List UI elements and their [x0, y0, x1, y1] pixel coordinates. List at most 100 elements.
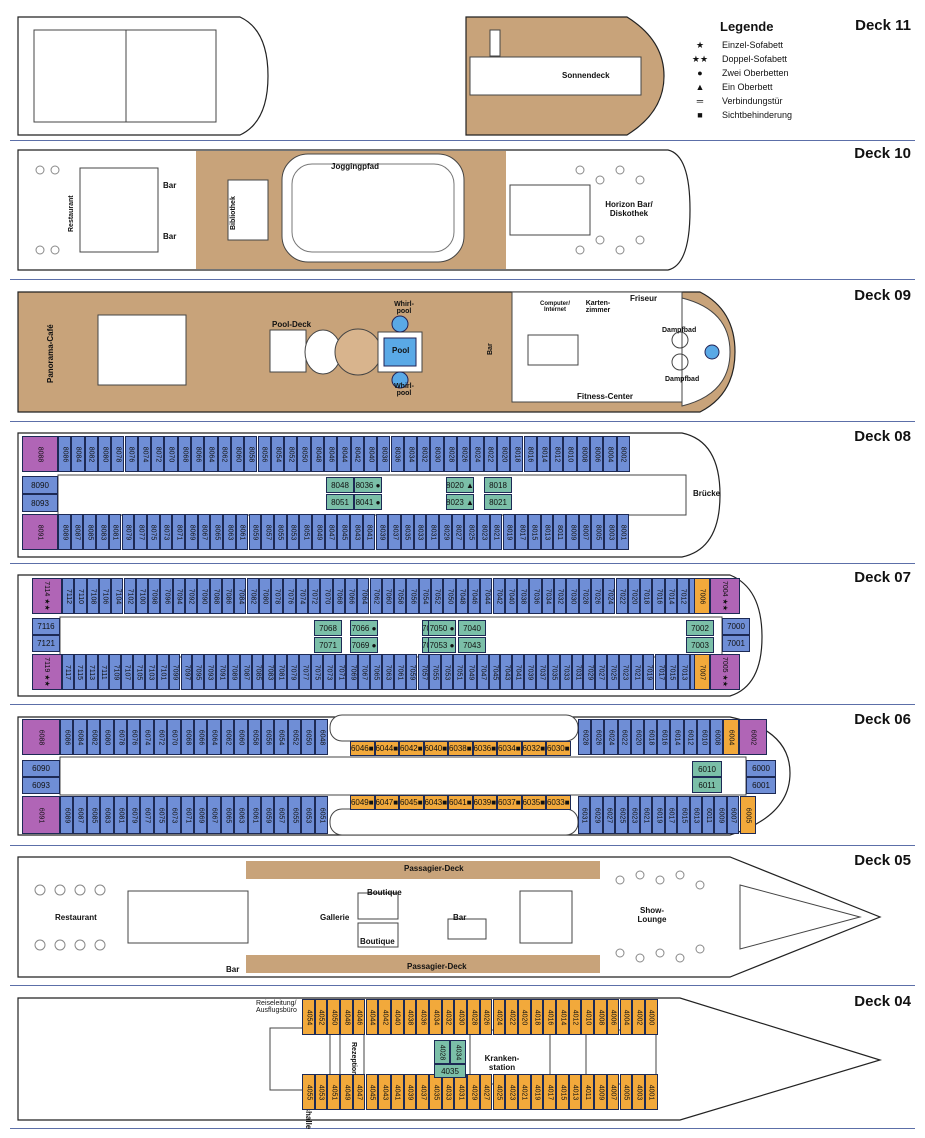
cabin-d07-top: 7078 [271, 578, 284, 614]
cabin-d07-bottom: 7073 [322, 654, 335, 690]
cabin-d04-top: 4034 [429, 999, 442, 1035]
cabin-d08-bottom: 8041 [362, 514, 376, 550]
cabin-d07-top: 7038 [517, 578, 530, 614]
cabin-d06-bottom-right: 6007 [726, 796, 740, 834]
cabin-d08-bottom: 8015 [527, 514, 541, 550]
legend-item: ★Einzel-Sofabett [695, 40, 784, 50]
bar-label: Bar [453, 913, 467, 922]
cabin-d06-bottom-right: 6029 [590, 796, 603, 834]
cabin-d07-top: 7098 [148, 578, 161, 614]
cabin-d07-bottom: 7027 [595, 654, 608, 690]
cabin-d06-top-right: 6014 [670, 719, 684, 755]
cabin-d06-top: 6048 [314, 719, 328, 755]
cabin-d06-mid-bottom: 6033■ [546, 795, 571, 810]
cabin-d04-bottom: 4013 [568, 1074, 582, 1110]
panorama-cafe-label: Panorama-Café [46, 324, 55, 383]
cabin-d06-bottom-right: 6011 [702, 796, 715, 834]
cabin-inner: 7066 ● [350, 620, 378, 636]
cabin-d07-top: 7020 [627, 578, 641, 614]
cabin-d07-top: 7076 [283, 578, 296, 614]
cabin-d06-top-right: 6012 [683, 719, 697, 755]
cabin-d07-top: 7080 [258, 578, 272, 614]
cabin-d08-top: 8060 [230, 436, 245, 472]
cabin-d07-top: 7062 [369, 578, 382, 614]
cabin-d06-mid-top: 6044■ [374, 741, 399, 756]
cabin-d08-top: 8066 [191, 436, 205, 472]
cabin-d06-mid-top: 6038■ [448, 741, 473, 756]
cabin-d08-top: 8056 [257, 436, 271, 472]
cabin-d08-bottom: 8071 [172, 514, 185, 550]
cabin-d08-top: 8046 [324, 436, 338, 472]
cabin-d07-bottom: 7049 [464, 654, 477, 690]
cabin-d07-bottom: 7071 [334, 654, 347, 690]
cabin-d04-bottom: 4045 [365, 1074, 379, 1110]
cabin-d06-mid-bottom: 6039■ [472, 795, 497, 810]
cabin-d07-bottom: 7075 [310, 654, 323, 690]
krankenstation-label: Kranken- station [484, 1054, 520, 1072]
gallerie-label: Gallerie [320, 913, 350, 922]
cabin-d07-top: 7016 [652, 578, 665, 614]
bar-label: Bar [226, 965, 240, 974]
cabin-d08-bottom: 8011 [553, 514, 566, 550]
cabin-d07-bottom: 7099 [168, 654, 181, 690]
cabin-d07-top: 7046 [467, 578, 481, 614]
cabin-d08-bottom: 8075 [146, 514, 160, 550]
cabin-d06-top: 6054 [274, 719, 288, 755]
cabin-d06-bottom-right: 6021 [640, 796, 653, 834]
cabin-d08-top: 8030 [430, 436, 444, 472]
cabin-d07-bottom: 7089 [227, 654, 240, 690]
cabin-d08-bottom: 8089 [58, 514, 71, 550]
cabin-d07-top: 7084 [234, 578, 247, 614]
passagier-deck-label: Passagier-Deck [404, 864, 464, 873]
cabin-d07-top: 7068 [332, 578, 345, 614]
cabin-d04-top: 4018 [530, 999, 544, 1035]
cabin-d04-bottom: 4051 [327, 1074, 341, 1110]
deck-07-title: Deck 07 [854, 569, 911, 586]
cabin-d08-top: 8002 [616, 436, 630, 472]
cabin-d07-top: 7032 [554, 578, 567, 614]
cabin-d08-top: 8050 [297, 436, 311, 472]
cabin-d06-top: 6064 [207, 719, 221, 755]
restaurant-label: Restaurant [55, 913, 97, 922]
cabin-d04-bottom: 4007 [606, 1074, 620, 1110]
cabin-inner: 7043 [458, 637, 486, 653]
deck-04-title: Deck 04 [854, 993, 911, 1010]
cabin-d07-bottom: 7109 [109, 654, 122, 690]
cabin-d06-top: 6072 [153, 719, 168, 755]
cabin-d06-top: 6084 [73, 719, 87, 755]
cabin-d06-top: 6080 [100, 719, 114, 755]
cabin-inner: 6010 [692, 761, 722, 777]
cabin-d07-bottom: 7055 [429, 654, 442, 690]
cabin-d07-top: 7040 [504, 578, 518, 614]
cabin-d08-top: 8054 [270, 436, 285, 472]
cabin-d04-top: 4040 [390, 999, 404, 1035]
cabin-d04-top: 4036 [416, 999, 429, 1035]
cabin-d07-top: 7056 [406, 578, 419, 614]
cabin-d04-top: 4020 [517, 999, 531, 1035]
cabin-d08-bottom: 8061 [235, 514, 249, 550]
cabin-d08-bottom: 8007 [578, 514, 592, 550]
bar-label: Bar [487, 343, 494, 355]
legend-item: ▲Ein Oberbett [695, 82, 773, 92]
cabin-d06-bottom-right: 6031 [578, 796, 591, 834]
cabin-d08-bottom: 8085 [83, 514, 97, 550]
cabin-inner: 8048 [326, 477, 354, 493]
cabin-d04-bottom: 4017 [543, 1074, 556, 1110]
cabin-d04-bottom: 4005 [619, 1074, 633, 1110]
cabin-d07-top: 7102 [123, 578, 136, 614]
cabin-d06-bottom: 6071 [180, 796, 194, 834]
dampfbad-label: Dampfbad [662, 327, 697, 334]
cabin-d06-top: 6082 [86, 719, 101, 755]
cabin-d07-top: 7042 [492, 578, 505, 614]
cabin-inner: 8041 ● [354, 494, 382, 510]
cabin-d04-top: 4006 [606, 999, 620, 1035]
cabin-d08-top: 8058 [244, 436, 258, 472]
cabin-d08-bottom: 8021 [489, 514, 503, 550]
cabin-d06-top: 6078 [113, 719, 127, 755]
cabin-d06-mid-bottom: 6043■ [423, 795, 448, 810]
cabin-d07-bottom: 7039 [524, 654, 536, 690]
cabin-d07-top: 7028 [578, 578, 591, 614]
cabin-d08-bottom: 8053 [286, 514, 300, 550]
cabin-inner: 4034 [450, 1040, 466, 1064]
kartenzimmer-label: Karten- zimmer [585, 300, 611, 314]
